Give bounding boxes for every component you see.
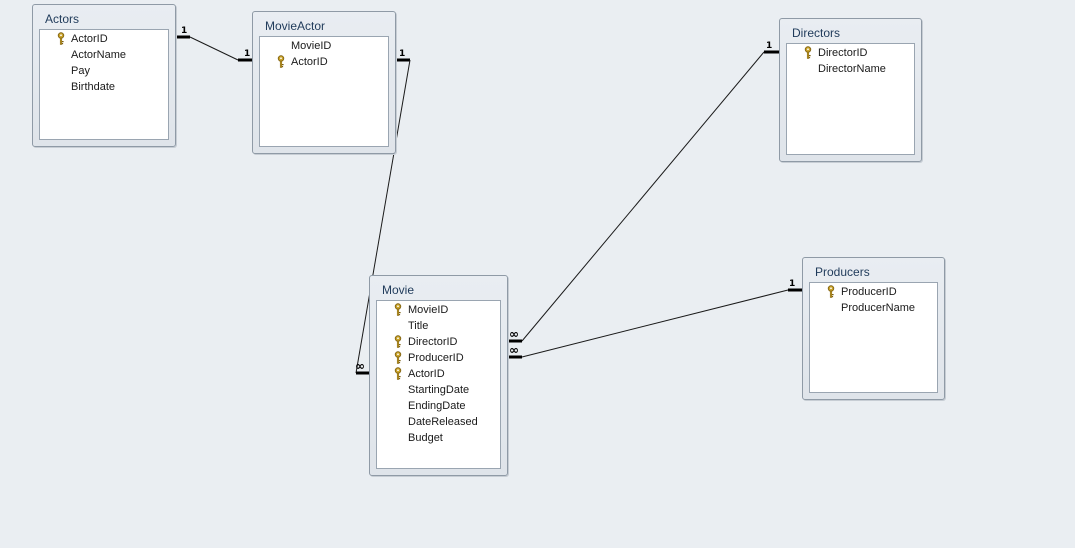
field-actorid[interactable]: ActorID: [260, 54, 388, 70]
field-name: Pay: [71, 65, 90, 77]
field-pay[interactable]: Pay: [40, 63, 168, 79]
field-list-directors: DirectorID DirectorName: [786, 43, 915, 155]
field-producerid[interactable]: ProducerID: [810, 284, 937, 300]
field-name: ActorName: [71, 49, 127, 61]
field-name: Budget: [408, 432, 443, 444]
field-actorid[interactable]: ActorID: [40, 31, 168, 47]
table-title-producers[interactable]: Producers: [815, 265, 870, 279]
primary-key-icon: [827, 285, 835, 298]
rel-line-actors-movieactor[interactable]: [189, 36, 239, 61]
relationship-directors-movie[interactable]: 1 ∞: [508, 41, 779, 343]
field-name: Title: [408, 320, 429, 332]
primary-key-icon: [394, 335, 402, 348]
cardinality-directors-side: 1: [766, 41, 772, 51]
field-name: ActorID: [408, 368, 445, 380]
field-budget[interactable]: Budget: [377, 430, 500, 446]
cardinality-movieactor-side: 1: [244, 49, 250, 59]
field-list-movie: MovieID Title DirectorID ProducerID Acto…: [376, 300, 501, 469]
primary-key-icon: [394, 367, 402, 380]
field-birthdate[interactable]: Birthdate: [40, 79, 168, 95]
primary-key-icon: [804, 46, 812, 59]
field-list-producers: ProducerID ProducerName: [809, 282, 938, 393]
field-movieid[interactable]: MovieID: [260, 38, 388, 54]
field-name: ProducerName: [841, 302, 915, 314]
table-title-movie[interactable]: Movie: [382, 283, 415, 297]
field-movieid[interactable]: MovieID: [377, 302, 500, 318]
rel-line-producers-movie[interactable]: [521, 289, 789, 358]
field-title[interactable]: Title: [377, 318, 500, 334]
table-title-directors[interactable]: Directors: [792, 26, 841, 40]
field-name: ActorID: [291, 56, 328, 68]
field-name: ProducerID: [408, 352, 464, 364]
table-movie[interactable]: Movie MovieID Title DirectorID ProducerI…: [369, 275, 508, 476]
table-actors[interactable]: Actors ActorID ActorName Pay Birthdate: [32, 4, 176, 147]
relationship-producers-movie[interactable]: 1 ∞: [508, 279, 802, 359]
field-name: DateReleased: [408, 416, 478, 428]
field-directorname[interactable]: DirectorName: [787, 61, 914, 77]
field-datereleased[interactable]: DateReleased: [377, 414, 500, 430]
field-directorid[interactable]: DirectorID: [377, 334, 500, 350]
field-name: DirectorID: [818, 47, 868, 59]
field-name: DirectorName: [818, 63, 886, 75]
field-name: ActorID: [71, 33, 108, 45]
primary-key-icon: [277, 55, 285, 68]
field-name: ProducerID: [841, 286, 897, 298]
cardinality-actors-side: 1: [181, 26, 187, 36]
primary-key-icon: [394, 303, 402, 316]
field-directorid[interactable]: DirectorID: [787, 45, 914, 61]
cardinality-movie-left: ∞: [355, 359, 365, 373]
field-actorid[interactable]: ActorID: [377, 366, 500, 382]
field-name: MovieID: [408, 304, 449, 316]
table-title-movieactor[interactable]: MovieActor: [265, 19, 326, 33]
primary-key-icon: [394, 351, 402, 364]
table-directors[interactable]: Directors DirectorID DirectorName: [779, 18, 922, 162]
field-name: DirectorID: [408, 336, 458, 348]
field-startingdate[interactable]: StartingDate: [377, 382, 500, 398]
field-producerid[interactable]: ProducerID: [377, 350, 500, 366]
field-actorname[interactable]: ActorName: [40, 47, 168, 63]
cardinality-movie-directors: ∞: [509, 327, 519, 341]
field-endingdate[interactable]: EndingDate: [377, 398, 500, 414]
relationship-actors-movieactor[interactable]: 1 1: [176, 26, 252, 62]
field-name: MovieID: [291, 40, 332, 52]
field-name: Birthdate: [71, 81, 116, 93]
rel-line-directors-movie[interactable]: [521, 51, 765, 342]
table-title-actors[interactable]: Actors: [45, 12, 80, 26]
field-name: StartingDate: [408, 384, 470, 396]
field-producername[interactable]: ProducerName: [810, 300, 937, 316]
primary-key-icon: [57, 32, 65, 45]
cardinality-producers-side: 1: [789, 279, 795, 289]
table-movieactor[interactable]: MovieActor MovieID ActorID: [252, 11, 396, 154]
table-producers[interactable]: Producers ProducerID ProducerName: [802, 257, 945, 400]
cardinality-movieactor-right: 1: [399, 49, 405, 59]
field-name: EndingDate: [408, 400, 466, 412]
field-list-actors: ActorID ActorName Pay Birthdate: [39, 29, 169, 140]
cardinality-movie-producers: ∞: [509, 343, 519, 357]
field-list-movieactor: MovieID ActorID: [259, 36, 389, 147]
